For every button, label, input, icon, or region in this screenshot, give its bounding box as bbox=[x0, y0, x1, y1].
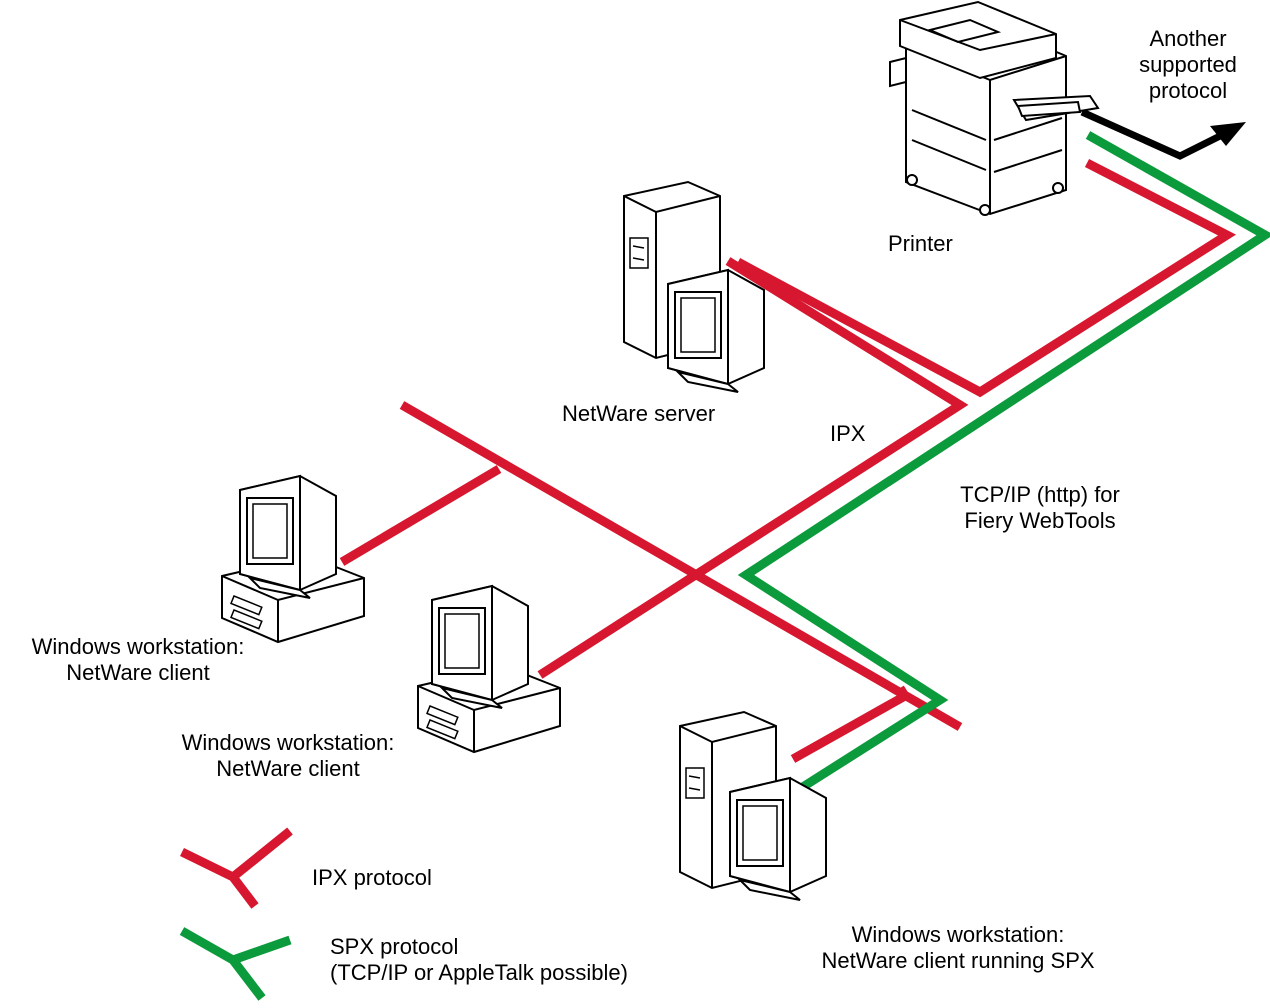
ipx-label: IPX bbox=[830, 421, 866, 446]
printer-label: Printer bbox=[888, 231, 953, 256]
ipx-ws2-server-line bbox=[537, 257, 969, 679]
legend-ipx-swatch bbox=[180, 827, 293, 909]
ipx-network-lines bbox=[339, 108, 1270, 794]
workstation-2-label: Windows workstation: NetWare client bbox=[181, 730, 395, 781]
another-protocol-label: Another supported protocol bbox=[1139, 26, 1237, 103]
legend-spx-label: SPX protocol (TCP/IP or AppleTalk possib… bbox=[330, 934, 628, 985]
workstation-2-icon bbox=[417, 585, 561, 753]
ipx-backbone-line bbox=[399, 401, 963, 731]
legend-spx-swatch bbox=[179, 927, 292, 1001]
netware-server-icon bbox=[623, 181, 765, 393]
printer-icon bbox=[889, 0, 1100, 216]
other-protocol-line bbox=[1080, 108, 1222, 160]
ipx-server-printer-line bbox=[735, 158, 1237, 398]
legend-ipx-label: IPX protocol bbox=[312, 865, 432, 890]
workstation-1-label: Windows workstation: NetWare client bbox=[31, 634, 245, 685]
workstation-3-label: Windows workstation: NetWare client runn… bbox=[821, 922, 1095, 973]
tcpip-label: TCP/IP (http) for Fiery WebTools bbox=[960, 482, 1120, 533]
workstation-3-icon bbox=[679, 711, 827, 901]
ipx-ws1-branch-line bbox=[339, 465, 502, 566]
netware-server-label: NetWare server bbox=[562, 401, 716, 426]
ipx-ws3-line bbox=[790, 685, 912, 763]
arrow-icon bbox=[1210, 122, 1246, 146]
spx-network-line bbox=[737, 131, 1270, 794]
